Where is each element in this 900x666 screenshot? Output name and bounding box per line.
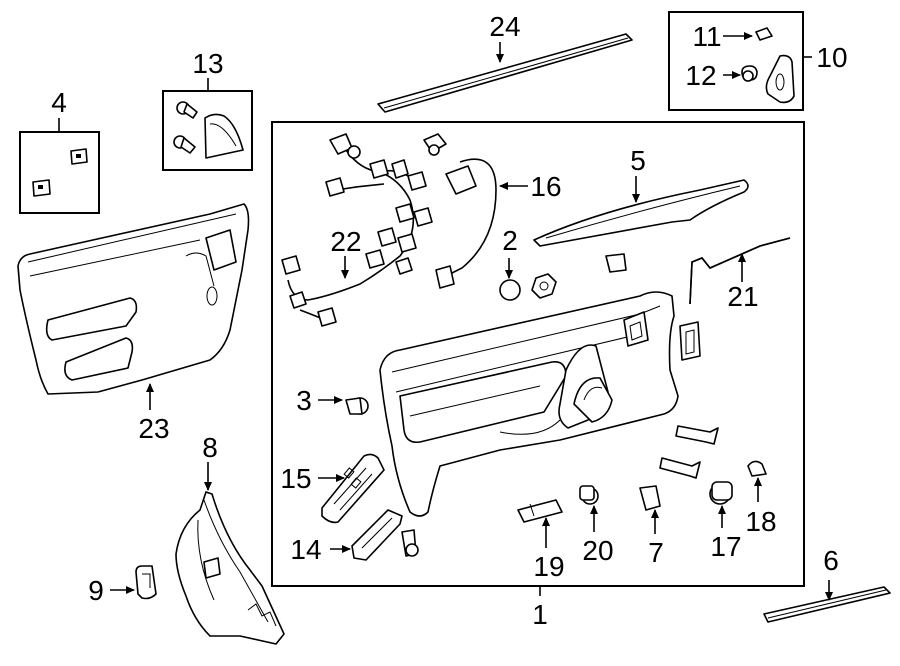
part-2-fastener: [499, 273, 557, 301]
part-20-grommet: [579, 485, 599, 505]
part-7-clip: [639, 485, 661, 511]
callout-22: 22: [330, 226, 361, 257]
part-24-upper-molding: [377, 33, 633, 113]
callout-11: 11: [692, 21, 721, 52]
part-3-screw: [345, 397, 369, 415]
callout-21: 21: [727, 281, 758, 312]
part-4-clips: [32, 148, 88, 197]
callout-18: 18: [745, 506, 776, 537]
callout-4: 4: [51, 87, 67, 118]
callout-12: 12: [685, 60, 716, 91]
callout-9: 9: [88, 575, 104, 606]
callout-15: 15: [280, 463, 311, 494]
part-21-rod: [689, 237, 791, 305]
part-5-upper-trim: [533, 179, 749, 247]
callout-20: 20: [582, 535, 613, 566]
part-10-mirror-cover-set: [741, 27, 795, 104]
part-22-wire-harness: [281, 133, 433, 327]
part-19-bracket: [517, 499, 563, 523]
part-15-window-switch: [321, 453, 385, 524]
callout-1: 1: [532, 599, 548, 630]
callout-17: 17: [710, 531, 741, 562]
part-13-fasteners-and-cover: [173, 101, 244, 159]
callout-10: 10: [816, 42, 847, 73]
callout-6: 6: [823, 545, 839, 576]
part-1-door-panel: [379, 291, 679, 517]
callout-3: 3: [296, 385, 312, 416]
callout-7: 7: [648, 537, 664, 568]
part-23-inner-panel: [17, 203, 250, 395]
part-9-clip: [135, 565, 157, 600]
callout-24: 24: [489, 11, 520, 42]
callout-8: 8: [202, 432, 218, 463]
callout-16: 16: [530, 171, 561, 202]
part-17-bushing: [709, 481, 733, 505]
callout-14: 14: [290, 534, 321, 565]
callout-5: 5: [630, 145, 646, 176]
small-clips: [605, 253, 701, 361]
part-8-pillar-trim: [175, 491, 285, 645]
part-18-cap: [747, 460, 767, 477]
callout-13: 13: [192, 48, 223, 79]
part-4-box: [19, 131, 100, 214]
part-16-wire-harness: [423, 133, 497, 289]
push-pins: [659, 425, 719, 479]
part-14-lock-switch: [351, 509, 419, 561]
callout-labels: 4 13 24 11 12 10 16 5 2 22 21 3 23 8 15 …: [51, 11, 847, 630]
callout-19: 19: [533, 551, 564, 582]
leader-lines: [58, 32, 833, 601]
callout-23: 23: [138, 413, 169, 444]
main-assembly-box: [271, 121, 805, 587]
part-6-lower-molding: [763, 586, 891, 623]
callout-2: 2: [502, 225, 518, 256]
part-10-box: [668, 11, 804, 111]
